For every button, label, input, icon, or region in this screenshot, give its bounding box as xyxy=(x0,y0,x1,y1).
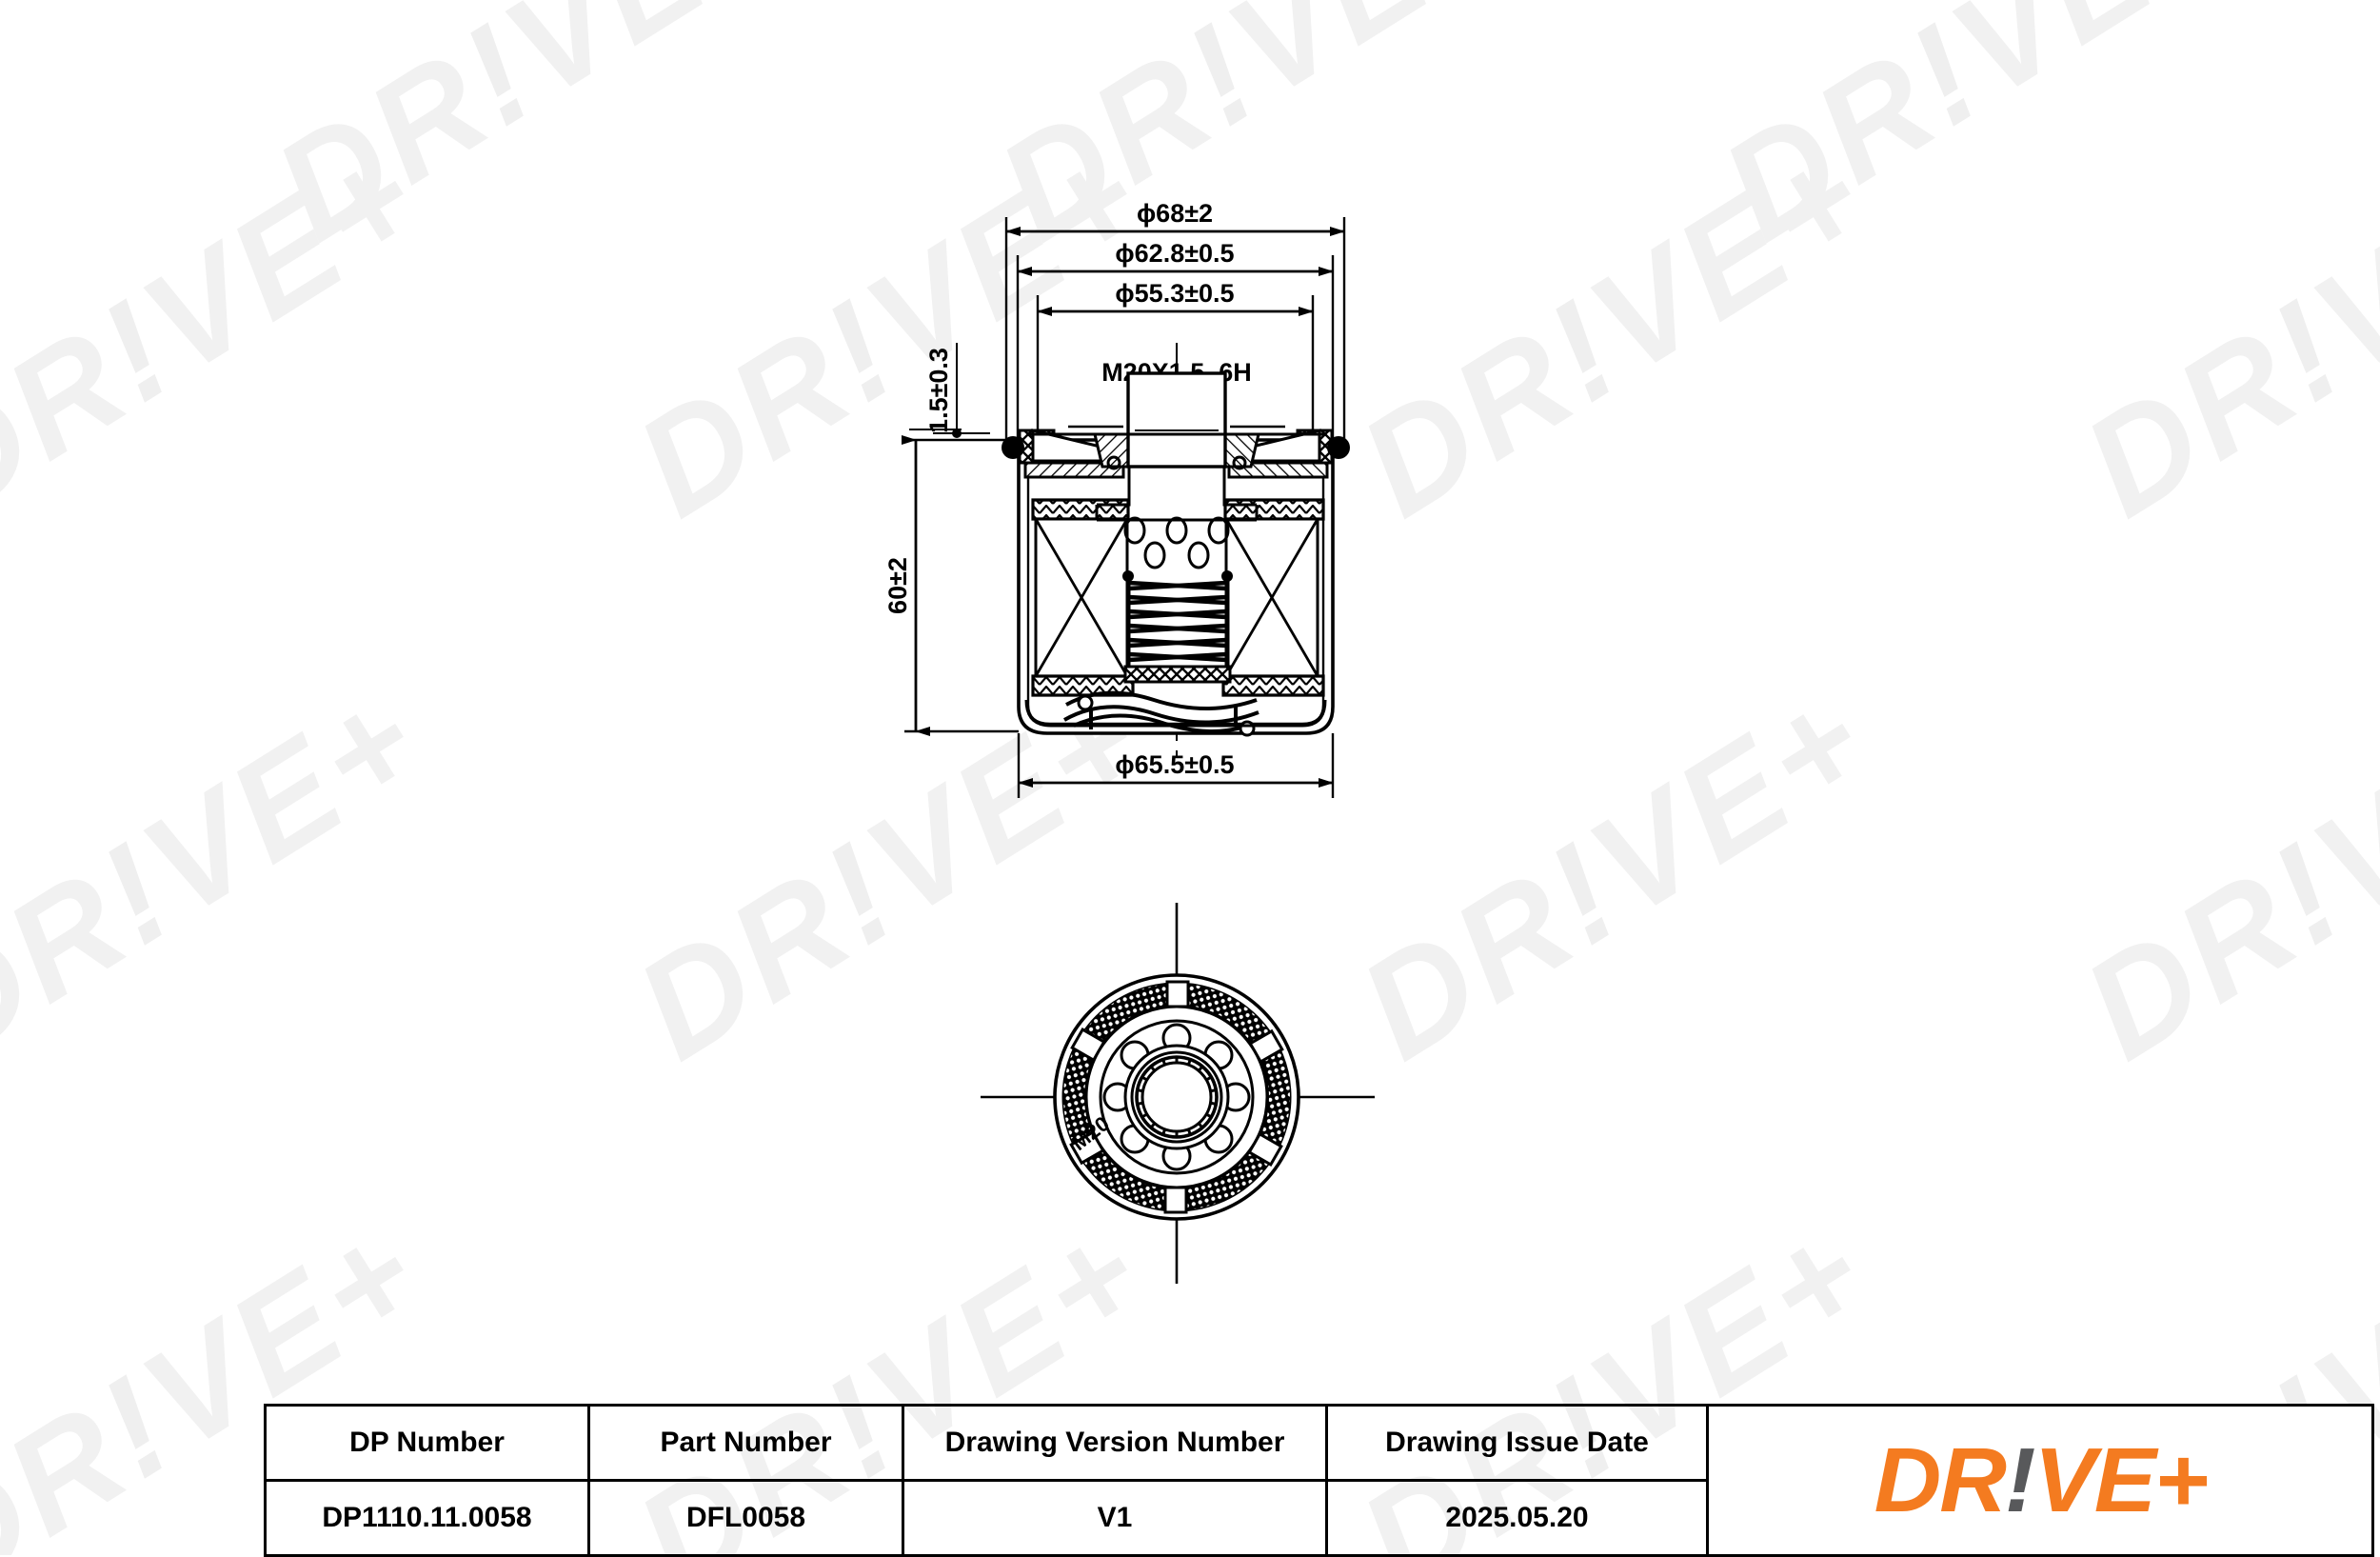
title-block: DP Number Part Number Drawing Version Nu… xyxy=(264,1404,2374,1557)
title-block-header-row: DP Number Part Number Drawing Version Nu… xyxy=(264,1404,2374,1557)
brand-logo: DR!VE+ xyxy=(1709,1407,2371,1554)
threaded-bore xyxy=(1126,371,1227,469)
brand-logo-cell: DR!VE+ xyxy=(1706,1404,2374,1557)
value-drawing-version: V1 xyxy=(902,1479,1328,1557)
bottom-end-view: M20 xyxy=(981,903,1375,1284)
title-block-table: DP Number Part Number Drawing Version Nu… xyxy=(264,1404,2374,1557)
dim-label-gasket-inner-diameter: ϕ55.3±0.5 xyxy=(1115,279,1234,308)
filter-body-section xyxy=(1002,371,1350,737)
element-top-cap-left xyxy=(1031,498,1130,521)
value-issue-date: 2025.05.20 xyxy=(1325,1479,1709,1557)
brand-logo-text-after: VE+ xyxy=(2033,1428,2209,1531)
dim-label-gasket-thickness: 1.5±0.3 xyxy=(924,348,953,433)
gasket-bead-right xyxy=(1327,436,1350,459)
element-bottom-cap-right xyxy=(1221,674,1325,697)
dim-label-gasket-outer-diameter: ϕ62.8±0.5 xyxy=(1115,239,1234,268)
value-part-number: DFL0058 xyxy=(587,1479,904,1557)
dim-label-overall-height: 60±2 xyxy=(883,557,912,614)
header-part-number: Part Number xyxy=(587,1404,904,1482)
header-dp-number: DP Number xyxy=(264,1404,590,1482)
brand-logo-exclamation-icon: ! xyxy=(2004,1428,2036,1531)
title-block-value-row: DP1110.11.0058 DFL0058 V1 2025.05.20 xyxy=(264,1479,2373,1557)
header-drawing-version: Drawing Version Number xyxy=(902,1404,1328,1482)
bypass-valve-spring xyxy=(1122,570,1233,684)
element-top-cap-right xyxy=(1223,498,1325,521)
dimension-labels: ϕ68±2 ϕ62.8±0.5 ϕ55.3±0.5 M20X1.5–6H ϕ65… xyxy=(883,199,1252,779)
top-plate-right xyxy=(1227,461,1329,479)
gasket-bead-left xyxy=(1002,436,1024,459)
header-issue-date: Drawing Issue Date xyxy=(1325,1404,1709,1482)
valve-seat xyxy=(1123,665,1232,684)
value-dp-number: DP1110.11.0058 xyxy=(264,1479,590,1557)
cross-section-view: ϕ68±2 ϕ62.8±0.5 ϕ55.3±0.5 M20X1.5–6H ϕ65… xyxy=(883,199,1350,798)
thread-ticks xyxy=(1137,1057,1217,1137)
brand-logo-text-before: DR xyxy=(1874,1428,2006,1531)
dim-label-outer-diameter: ϕ68±2 xyxy=(1137,199,1213,228)
brand-logo-text: DR!VE+ xyxy=(1874,1434,2209,1527)
inlet-holes-section xyxy=(1123,516,1230,569)
thread-root-circle xyxy=(1140,1061,1213,1133)
top-plate-left xyxy=(1023,461,1125,479)
dim-label-body-diameter: ϕ65.5±0.5 xyxy=(1115,750,1234,779)
